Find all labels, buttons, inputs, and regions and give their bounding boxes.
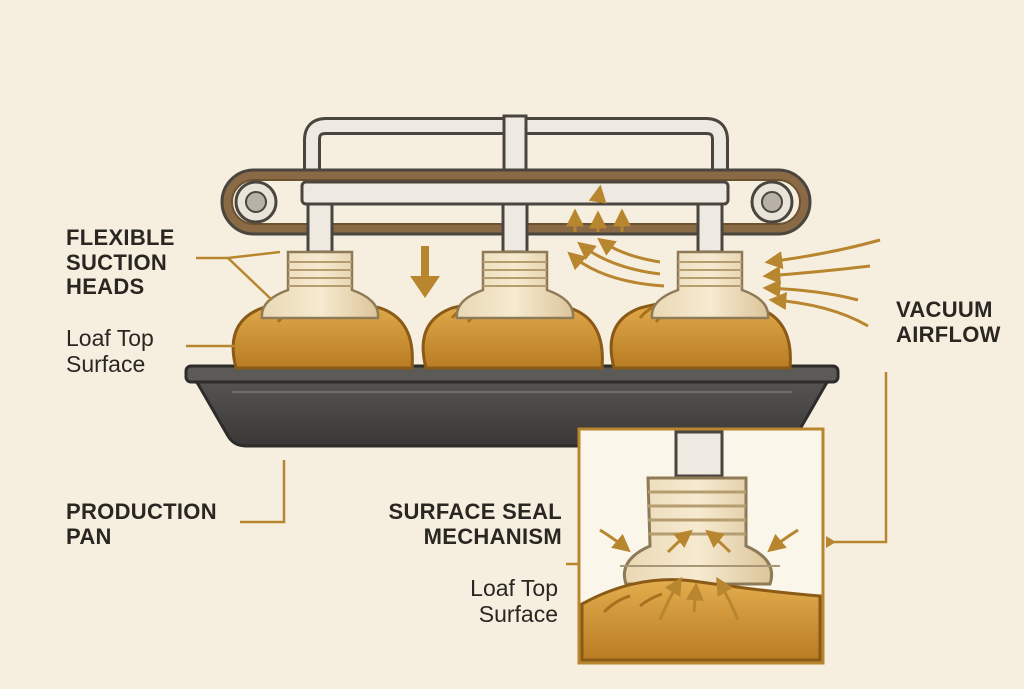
suction-head-right [650,250,770,320]
down-arrow [410,246,440,298]
leader-suction-bottom [227,257,273,301]
crossbar [300,180,730,206]
suction-heads [260,250,770,320]
leader-vacuum-airflow [834,372,888,544]
surface-seal-line-1: SURFACE SEAL [388,499,562,524]
leader-arrowhead [826,536,836,548]
suction-heads-line-2: SUCTION [66,249,168,275]
conveyor-belt [220,168,812,236]
leader-suction-top [196,250,281,260]
suction-head-left [260,250,380,320]
inset-loaf-top-surface-label: Loaf Top Surface [420,575,558,628]
airflow-arrows-top [566,184,665,288]
seal-detail-inset [577,427,825,665]
suction-head-middle [455,250,575,320]
suction-heads-label: FLEXIBLE SUCTION HEADS [66,225,175,300]
surface-seal-label: SURFACE SEAL MECHANISM [360,499,562,549]
production-pan-label: PRODUCTION PAN [66,499,217,549]
vacuum-airflow-label: VACUUM AIRFLOW [896,297,1001,347]
suction-heads-line-3: HEADS [66,274,145,300]
loaf-top-line-2: Surface [66,350,146,377]
surface-seal-line-2: MECHANISM [423,523,562,549]
inset-loaf-top-line-1: Loaf Top [470,575,558,601]
production-pan-line-2: PAN [66,523,112,549]
loaf-top-surface-label: Loaf Top Surface [66,325,154,378]
vacuum-airflow-line-1: VACUUM [896,297,993,322]
vacuum-airflow-line-2: AIRFLOW [896,321,1001,347]
inset-loaf-top-line-2: Surface [478,600,558,627]
leader-production-pan [240,460,286,524]
production-pan-line-1: PRODUCTION [66,499,217,524]
vacuum-airflow-arrows [762,238,881,328]
suction-heads-line-1: FLEXIBLE [66,225,175,250]
loaf-top-line-1: Loaf Top [66,325,154,351]
